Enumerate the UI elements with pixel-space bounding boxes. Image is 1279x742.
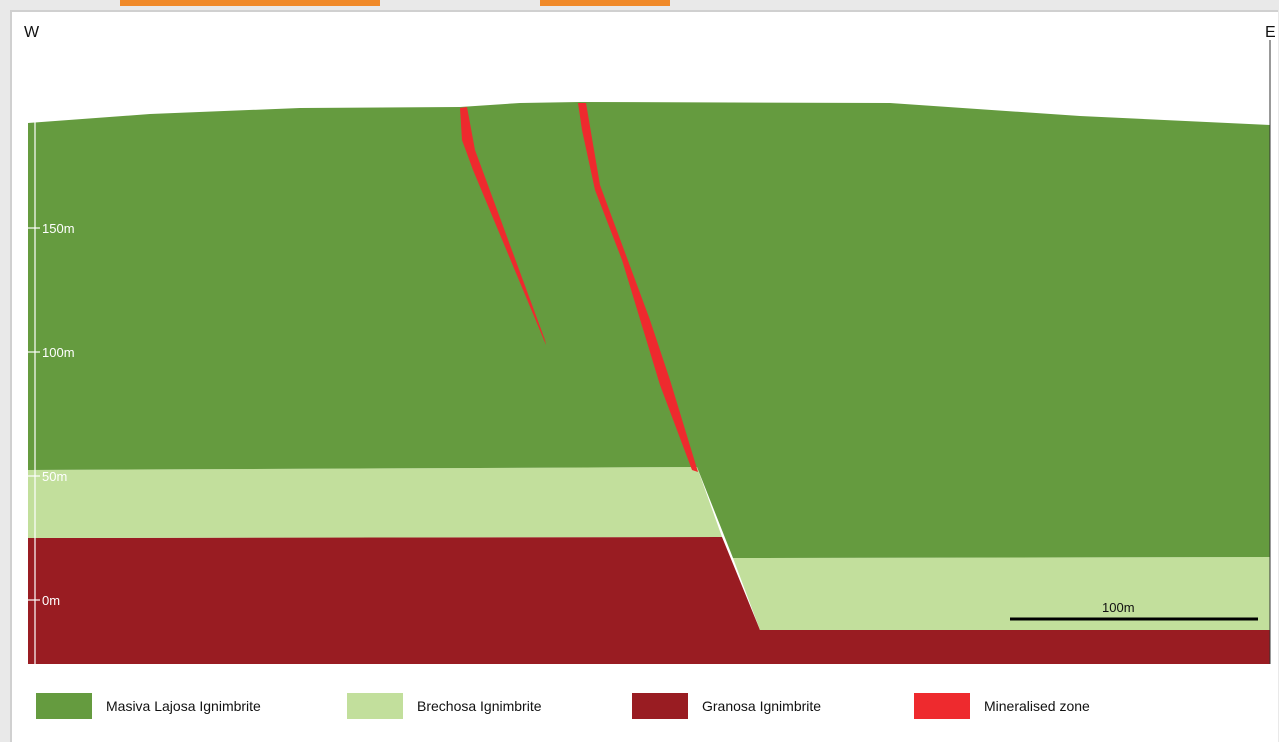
axis-label-150: 150m [42, 221, 75, 236]
brechosa-layer-east [733, 557, 1270, 630]
legend-label-granosa: Granosa Ignimbrite [702, 698, 822, 714]
legend-item-masiva: Masiva Lajosa Ignimbrite [36, 692, 261, 720]
east-label: E [1265, 24, 1276, 41]
legend-swatch-masiva [36, 693, 92, 719]
legend-swatch-mineralised [914, 693, 970, 719]
west-label: W [24, 24, 40, 41]
granosa-layer [28, 537, 1270, 664]
header-accent-left [120, 0, 380, 6]
legend-label-masiva: Masiva Lajosa Ignimbrite [106, 698, 261, 714]
scale-bar-label: 100m [1102, 600, 1135, 615]
brechosa-layer-west [28, 467, 722, 538]
header-accent-right [540, 0, 670, 6]
legend-label-mineralised: Mineralised zone [984, 698, 1090, 714]
legend-item-mineralised: Mineralised zone [914, 692, 1090, 720]
legend-swatch-brechosa [347, 693, 403, 719]
legend-item-granosa: Granosa Ignimbrite [632, 692, 821, 720]
mineralised-zone-east [578, 103, 698, 472]
axis-label-0: 0m [42, 593, 61, 608]
legend-label-brechosa: Brechosa Ignimbrite [417, 698, 542, 714]
axis-label-50: 50m [42, 469, 68, 484]
axis-label-200: 200m [42, 95, 75, 110]
legend-item-brechosa: Brechosa Ignimbrite [347, 692, 542, 720]
mineralised-zone-west [460, 107, 546, 345]
axis-label-100: 100m [42, 345, 75, 360]
legend-swatch-granosa [632, 693, 688, 719]
